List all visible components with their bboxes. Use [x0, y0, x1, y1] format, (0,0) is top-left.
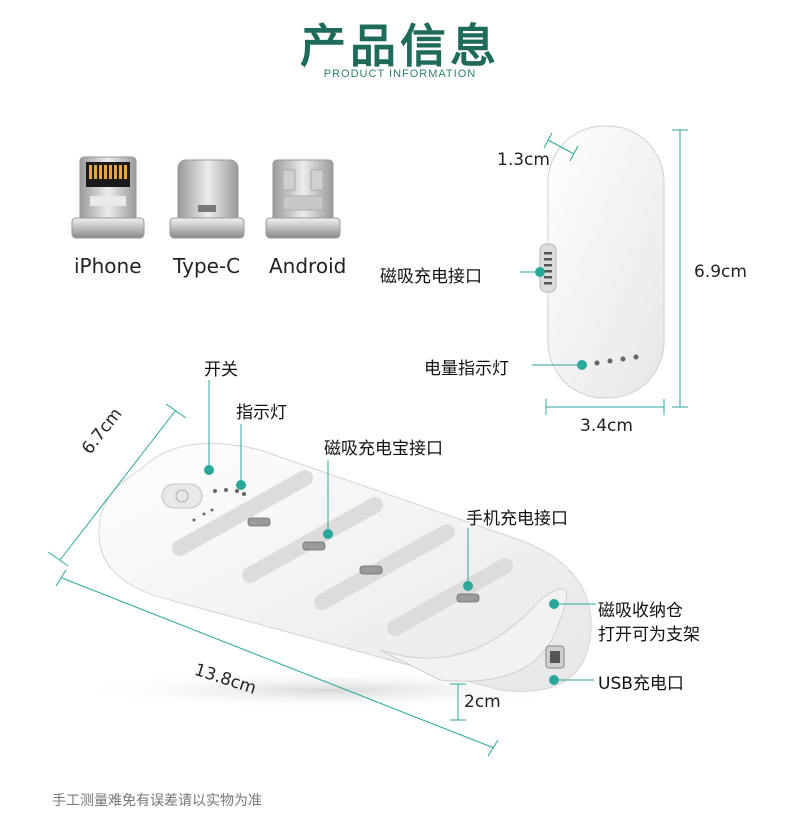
- page-title: 产品信息: [300, 19, 500, 73]
- side-dimension-lines: [543, 129, 688, 415]
- side-height-dimension: 6.9cm: [694, 262, 747, 282]
- storage-label-line2: 打开可为支架: [598, 625, 700, 645]
- main-dimension-lines: [47, 403, 499, 757]
- page-subtitle: PRODUCT INFORMATION: [323, 68, 477, 80]
- connector-label-android: Android: [269, 254, 347, 278]
- side-view-device: [539, 125, 665, 399]
- type-c-connector-icon: [169, 159, 245, 239]
- android-connector-icon: [265, 159, 341, 239]
- magnetic-port-label: 磁吸充电接口: [380, 267, 482, 287]
- side-width-dimension: 3.4cm: [580, 416, 633, 436]
- side-thickness-dimension: 1.3cm: [497, 150, 550, 170]
- connector-label-iphone: iPhone: [74, 254, 142, 278]
- storage-label-line1: 磁吸收纳仓: [598, 601, 683, 621]
- measurement-disclaimer: 手工测量难免有误差请以实物为准: [52, 793, 262, 809]
- indicator-label: 指示灯: [236, 403, 287, 423]
- switch-label: 开关: [204, 360, 238, 380]
- iphone-connector-icon: [71, 156, 145, 239]
- usb-port-label: USB充电口: [598, 674, 684, 694]
- side-callouts: [520, 267, 587, 370]
- connector-label-type-c: Type-C: [173, 254, 241, 278]
- magnetic-bank-port-label: 磁吸充电宝接口: [324, 439, 443, 459]
- main-view-device: [70, 442, 592, 710]
- battery-indicator-label: 电量指示灯: [424, 359, 509, 379]
- phone-port-label: 手机充电接口: [466, 509, 568, 529]
- main-thickness-dimension: 2cm: [464, 692, 501, 712]
- main-callouts: [204, 380, 596, 685]
